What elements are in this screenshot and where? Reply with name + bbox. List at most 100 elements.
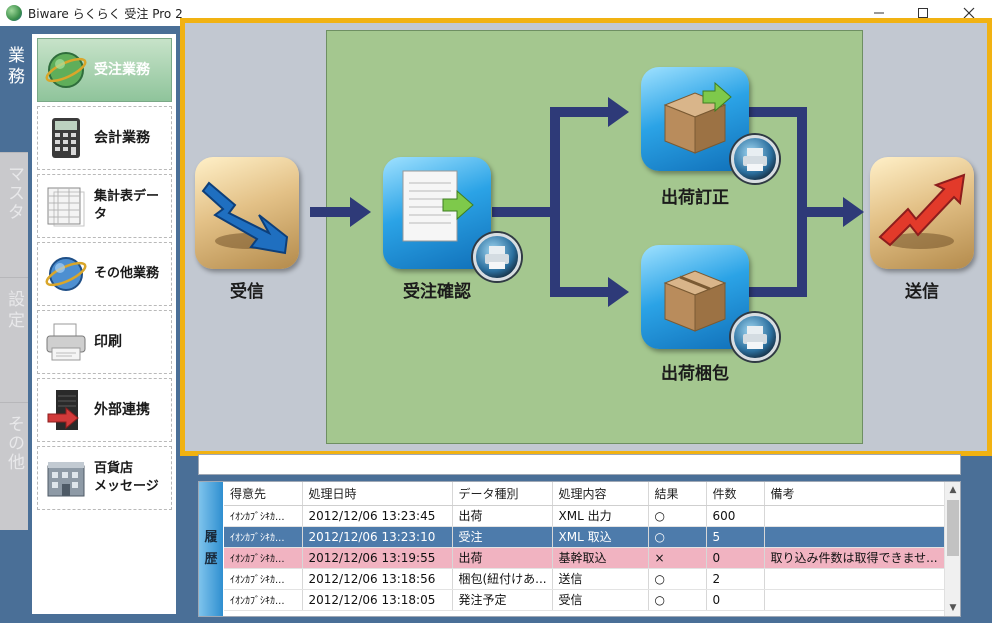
business-menu: 受注業務 会計業務 集計表データ その他業務 印刷	[32, 34, 176, 614]
cell-customer: ｲｵﾝｶﾌﾞｼｷｶ...	[224, 505, 303, 527]
col-header-count[interactable]: 件数	[706, 482, 765, 506]
scroll-down-arrow-icon[interactable]: ▼	[949, 603, 957, 613]
cell-datetime: 2012/12/06 13:23:45	[302, 505, 453, 527]
cell-count: 0	[706, 589, 765, 611]
close-button[interactable]	[946, 0, 992, 26]
app-icon	[6, 5, 22, 21]
box-icon	[663, 270, 727, 332]
globe-icon	[44, 252, 88, 296]
history-scrollbar[interactable]: ▲ ▼	[944, 482, 960, 616]
maximize-button[interactable]	[900, 0, 946, 26]
tab-settings[interactable]: 設定	[0, 277, 28, 402]
menu-label-summary-data: 集計表データ	[94, 189, 160, 222]
app-frame: 業務 マスタ 設定 その他 受注業務 会計業務 集計表データ	[0, 18, 992, 623]
cell-process: XML 取込	[552, 526, 649, 548]
cell-remarks	[764, 589, 945, 611]
menu-label-accounting: 会計業務	[94, 130, 150, 146]
cell-data-type: 発注予定	[452, 589, 553, 611]
cell-result: ×	[648, 547, 707, 569]
send-button[interactable]	[870, 157, 974, 269]
receive-arrow-icon	[201, 181, 289, 255]
cell-data-type: 出荷	[452, 547, 553, 569]
send-label: 送信	[905, 282, 939, 302]
printer-icon	[743, 148, 767, 171]
tab-business-label: 業務	[4, 46, 24, 88]
ship-correct-printer-badge[interactable]	[731, 135, 779, 183]
cell-result: ○	[648, 568, 707, 590]
table-row[interactable]: ｲｵﾝｶﾌﾞｼｷｶ... 2012/12/06 13:19:55 出荷 基幹取込…	[224, 547, 945, 569]
table-row[interactable]: ｲｵﾝｶﾌﾞｼｷｶ... 2012/12/06 13:23:45 出荷 XML …	[224, 505, 945, 527]
cell-datetime: 2012/12/06 13:18:56	[302, 568, 453, 590]
cell-remarks	[764, 568, 945, 590]
cell-data-type: 梱包(紐付けあ...	[452, 568, 553, 590]
tab-business[interactable]: 業務	[0, 34, 28, 172]
col-header-process[interactable]: 処理内容	[552, 482, 649, 506]
history-input-bar[interactable]	[198, 454, 961, 475]
cell-count: 0	[706, 547, 765, 569]
cell-remarks: 取り込み件数は取得できませ...	[764, 547, 945, 569]
cell-datetime: 2012/12/06 13:19:55	[302, 547, 453, 569]
menu-label-department-store-message: 百貨店 メッセージ	[94, 461, 159, 494]
ship-correct-label: 出荷訂正	[661, 188, 729, 208]
history-table: 得意先 処理日時 データ種別 処理内容 結果 件数 備考 ｲｵﾝｶﾌﾞｼｷｶ..…	[224, 482, 945, 611]
building-icon	[44, 456, 88, 500]
document-arrow-icon	[402, 170, 474, 242]
menu-item-other-business[interactable]: その他業務	[37, 242, 172, 306]
cell-result: ○	[648, 526, 707, 548]
ship-correct-button[interactable]	[641, 67, 749, 171]
ship-pack-label: 出荷梱包	[661, 364, 729, 384]
ship-pack-printer-badge[interactable]	[731, 313, 779, 361]
minimize-button[interactable]	[856, 0, 902, 26]
workflow-area: 受信 受注確認 出荷訂正	[180, 18, 992, 456]
history-label-char-2: 歴	[204, 552, 218, 567]
menu-item-order-business[interactable]: 受注業務	[37, 38, 172, 102]
menu-item-print[interactable]: 印刷	[37, 310, 172, 374]
tab-settings-label: 設定	[4, 290, 24, 332]
close-icon	[963, 7, 975, 19]
history-side-label: 履 歴	[199, 482, 223, 616]
table-row[interactable]: ｲｵﾝｶﾌﾞｼｷｶ... 2012/12/06 13:18:05 発注予定 受信…	[224, 589, 945, 611]
menu-item-external-link[interactable]: 外部連携	[37, 378, 172, 442]
maximize-icon	[918, 8, 928, 18]
col-header-data-type[interactable]: データ種別	[452, 482, 553, 506]
col-header-datetime[interactable]: 処理日時	[302, 482, 453, 506]
receive-button[interactable]	[195, 157, 299, 269]
box-arrow-icon	[663, 81, 732, 154]
order-confirm-printer-badge[interactable]	[473, 233, 521, 281]
col-header-customer[interactable]: 得意先	[224, 482, 303, 506]
table-row[interactable]: ｲｵﾝｶﾌﾞｼｷｶ... 2012/12/06 13:23:10 受注 XML …	[224, 526, 945, 548]
tab-master-label: マスタ	[4, 165, 24, 222]
cell-result: ○	[648, 589, 707, 611]
cell-count: 5	[706, 526, 765, 548]
scroll-thumb[interactable]	[947, 500, 959, 556]
menu-label-other-business: その他業務	[94, 266, 160, 281]
history-label-char-1: 履	[204, 530, 218, 545]
scroll-up-arrow-icon[interactable]: ▲	[949, 485, 957, 495]
calculator-icon	[44, 116, 88, 160]
menu-label-order-business: 受注業務	[94, 62, 150, 78]
tab-other[interactable]: その他	[0, 402, 28, 530]
cell-count: 600	[706, 505, 765, 527]
history-header-row: 得意先 処理日時 データ種別 処理内容 結果 件数 備考	[224, 482, 945, 506]
receive-label: 受信	[230, 282, 264, 302]
menu-item-summary-data[interactable]: 集計表データ	[37, 174, 172, 238]
col-header-remarks[interactable]: 備考	[764, 482, 945, 506]
menu-item-accounting[interactable]: 会計業務	[37, 106, 172, 170]
col-header-result[interactable]: 結果	[648, 482, 707, 506]
send-arrow-icon	[878, 173, 966, 249]
cell-result: ○	[648, 505, 707, 527]
table-row[interactable]: ｲｵﾝｶﾌﾞｼｷｶ... 2012/12/06 13:18:56 梱包(紐付けあ…	[224, 568, 945, 590]
tab-other-label: その他	[4, 415, 24, 472]
cell-customer: ｲｵﾝｶﾌﾞｼｷｶ...	[224, 589, 303, 611]
menu-item-department-store-message[interactable]: 百貨店 メッセージ	[37, 446, 172, 510]
cell-customer: ｲｵﾝｶﾌﾞｼｷｶ...	[224, 547, 303, 569]
cell-customer: ｲｵﾝｶﾌﾞｼｷｶ...	[224, 568, 303, 590]
tab-master[interactable]: マスタ	[0, 152, 28, 277]
cell-data-type: 出荷	[452, 505, 553, 527]
menu-label-print: 印刷	[94, 334, 122, 350]
printer-icon	[743, 326, 767, 349]
cell-datetime: 2012/12/06 13:23:10	[302, 526, 453, 548]
window-title: Biware らくらく 受注 Pro 2	[28, 6, 183, 21]
cell-remarks	[764, 526, 945, 548]
cell-process: 送信	[552, 568, 649, 590]
